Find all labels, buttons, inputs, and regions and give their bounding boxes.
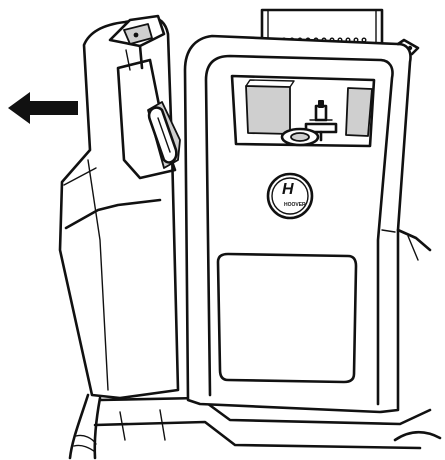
base-unit (68, 393, 442, 460)
arrow-left-icon (8, 92, 78, 124)
body-inner-contour (204, 54, 394, 406)
logo-letter: H (282, 181, 294, 198)
main-body: H HOOVER (183, 8, 432, 414)
tank-recess (230, 74, 376, 148)
hoover-logo-badge: H HOOVER (266, 172, 314, 220)
tank-cap (108, 14, 166, 71)
lower-panel (216, 252, 358, 384)
water-tank (58, 14, 181, 400)
tank-handle-recess (116, 58, 177, 180)
release-knob (280, 127, 320, 147)
tank-handle (147, 106, 178, 164)
logo-word: HOOVER (284, 202, 306, 208)
